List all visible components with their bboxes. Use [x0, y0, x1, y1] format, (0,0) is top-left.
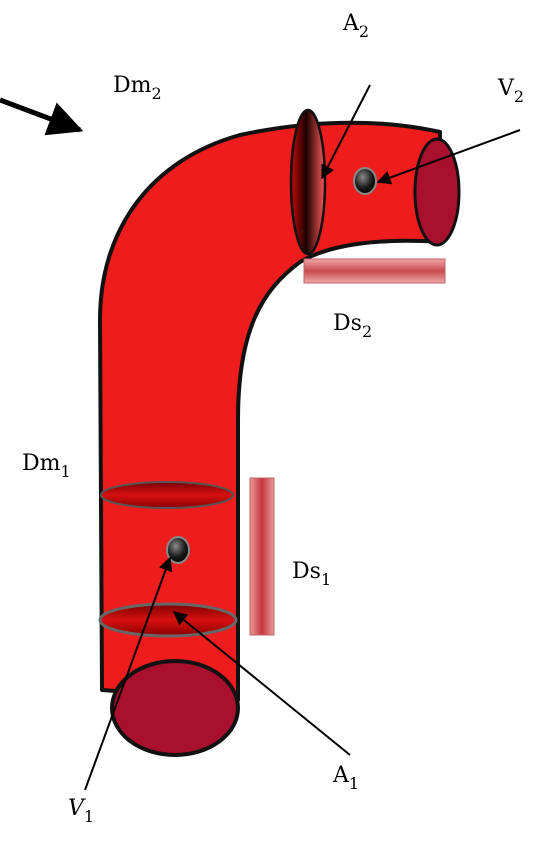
label-v1: V1: [68, 796, 94, 826]
label-a1: A1: [332, 763, 359, 793]
ds1-bar: [250, 478, 274, 635]
label-a2: A2: [342, 11, 369, 41]
cross-section-a2: [291, 110, 325, 254]
label-v2: V2: [497, 76, 524, 106]
cross-section-dm1: [101, 482, 233, 508]
label-ds1: Ds1: [292, 559, 331, 589]
flow-direction-arrow: [0, 100, 80, 130]
label-dm1: Dm1: [22, 451, 71, 481]
velocity-point-v2: [354, 168, 376, 194]
cross-section-a1: [100, 604, 236, 636]
label-ds2: Ds2: [333, 311, 372, 341]
vessel-opening-bottom: [112, 661, 238, 755]
label-dm2: Dm2: [113, 73, 162, 103]
ds2-bar: [304, 259, 445, 283]
